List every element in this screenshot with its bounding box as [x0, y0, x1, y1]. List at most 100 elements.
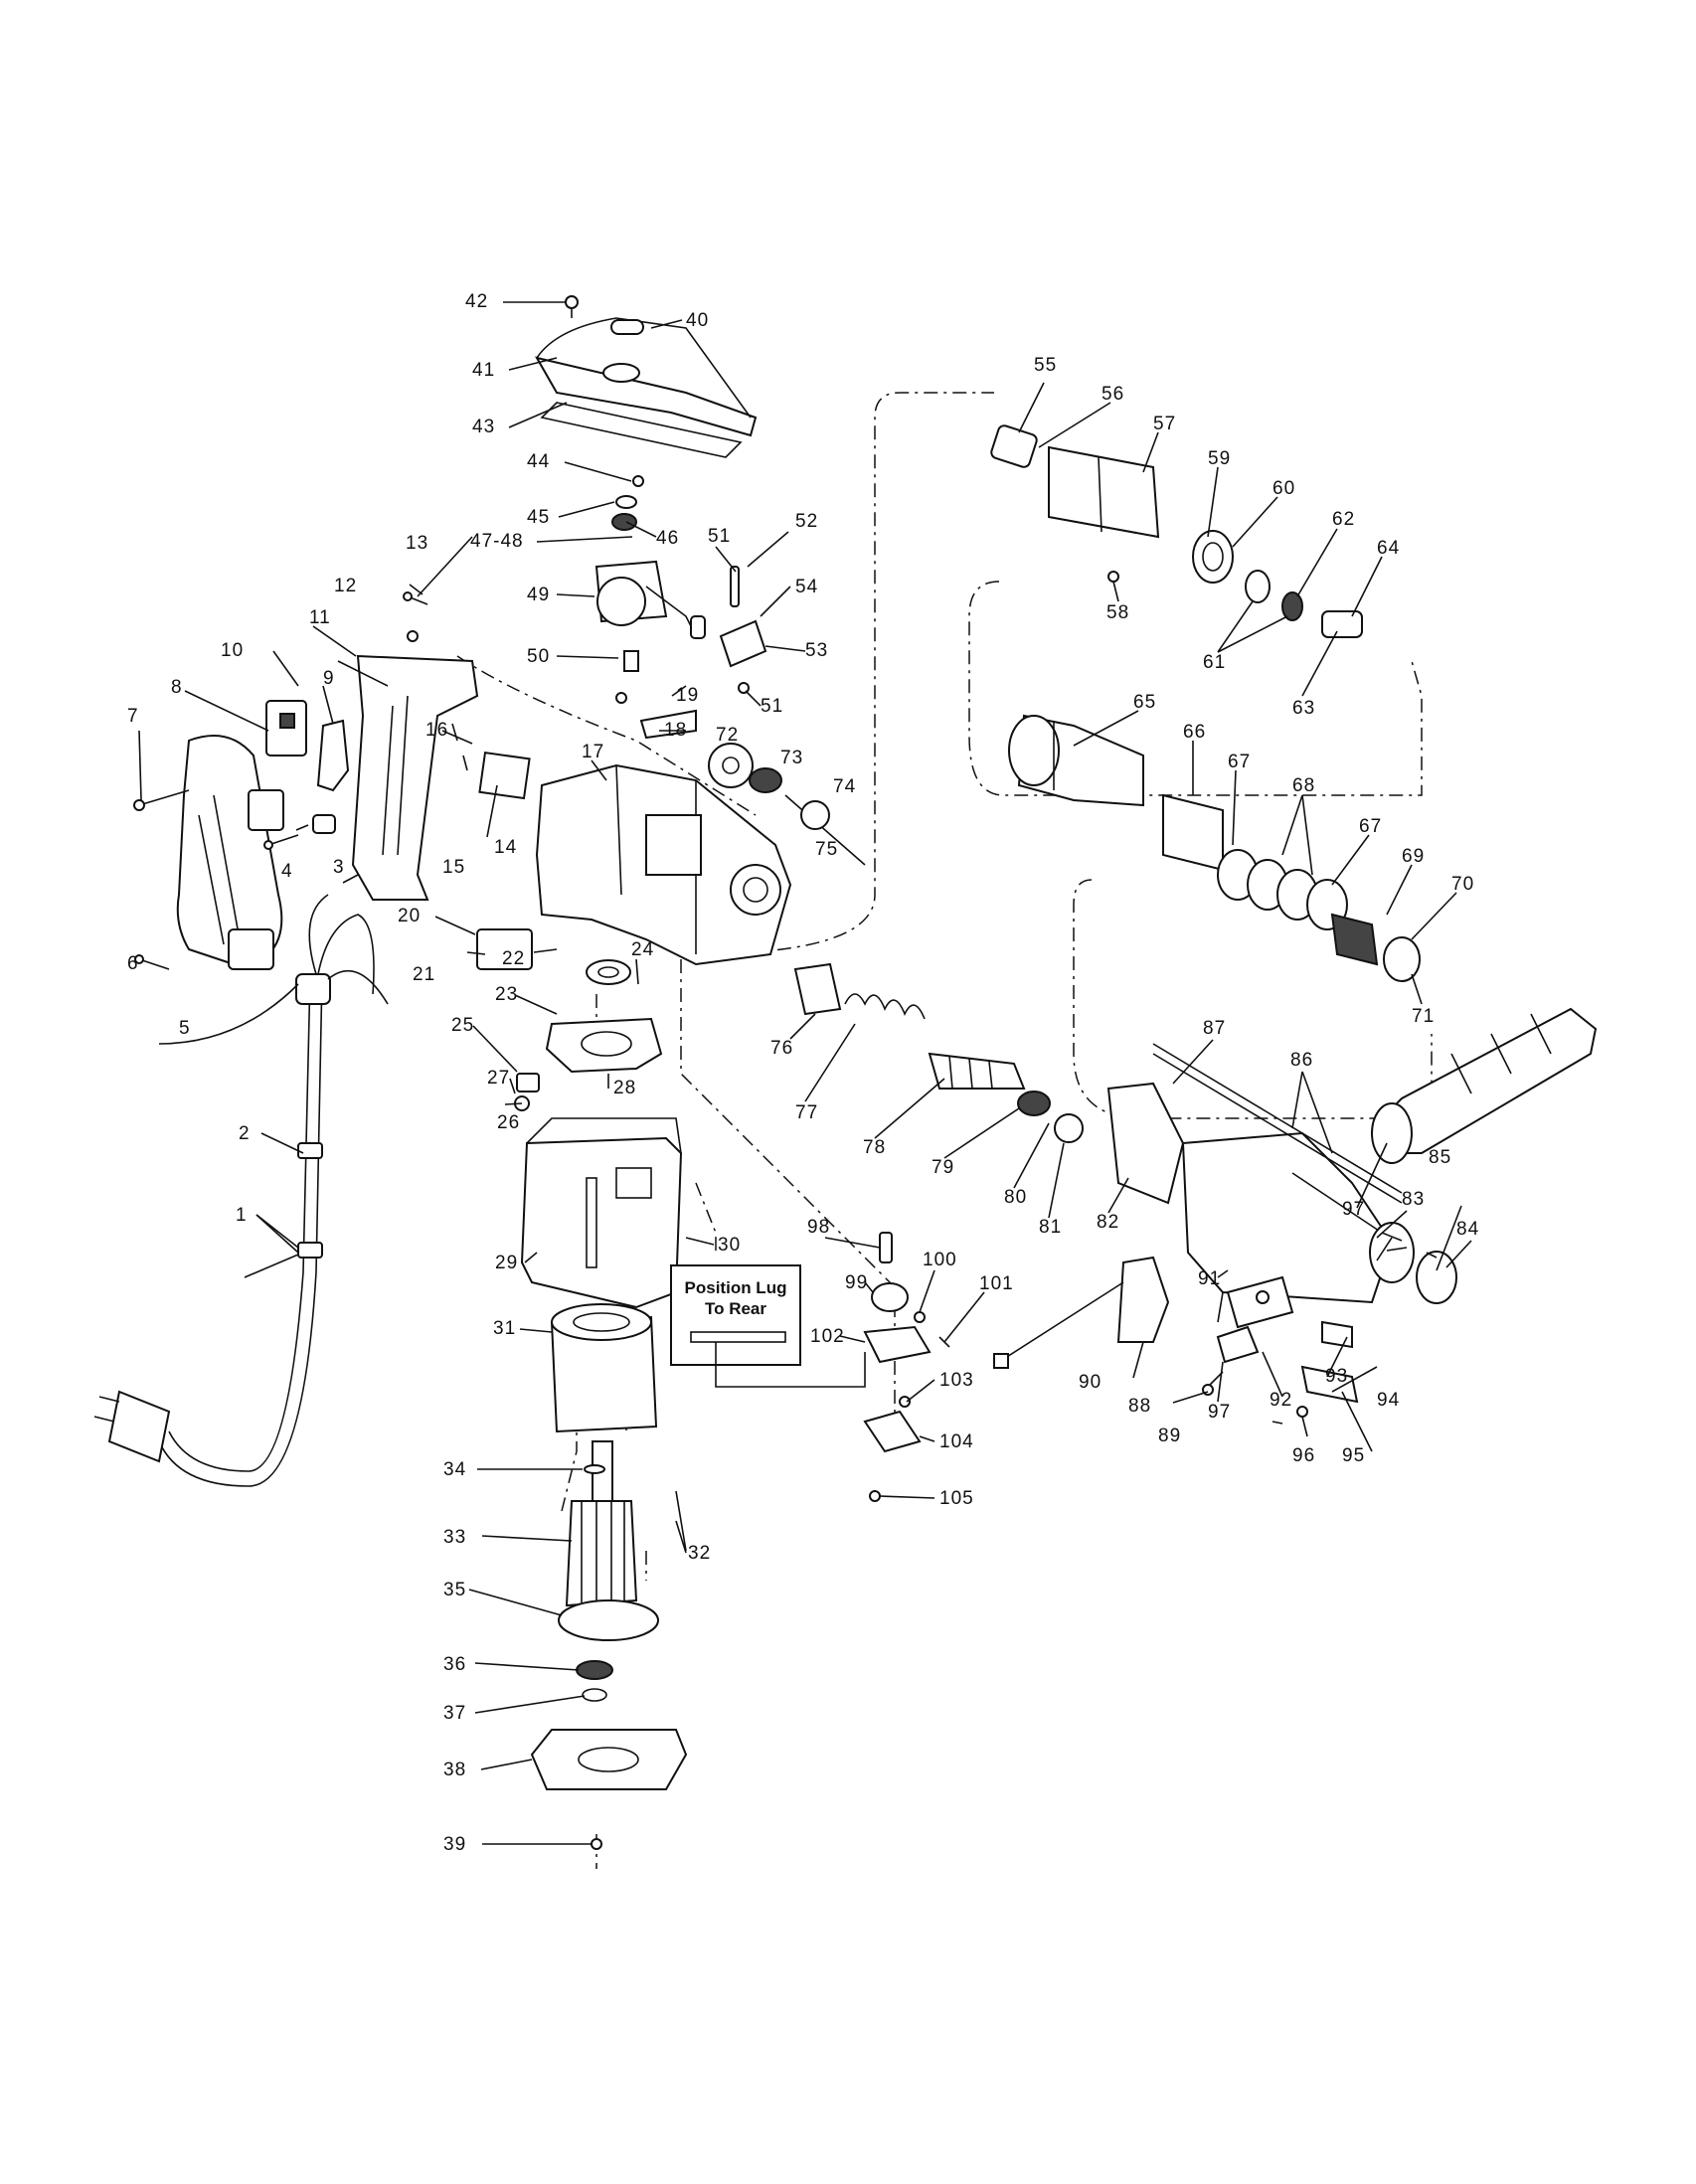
callout-27: 27 — [487, 1068, 510, 1089]
callout-37: 37 — [443, 1703, 466, 1724]
callout-18: 18 — [664, 720, 687, 741]
callout-60: 60 — [1272, 478, 1295, 499]
callout-26: 26 — [497, 1112, 520, 1133]
callout-69: 69 — [1402, 846, 1425, 867]
callout-78: 78 — [863, 1137, 886, 1158]
callout-21: 21 — [413, 964, 435, 985]
callout-72: 72 — [716, 725, 739, 746]
callout-99: 99 — [845, 1272, 868, 1293]
callout-66: 66 — [1183, 722, 1206, 743]
callout-38: 38 — [443, 1760, 466, 1780]
callout-67b: 67 — [1359, 816, 1382, 837]
callout-24: 24 — [631, 939, 654, 960]
callout-65: 65 — [1133, 692, 1156, 713]
bearing-22 — [586, 959, 631, 985]
side-handle — [1371, 1007, 1598, 1164]
callout-29: 29 — [495, 1253, 518, 1273]
callout-79: 79 — [932, 1157, 954, 1178]
crank-assembly — [594, 475, 767, 694]
callout-43: 43 — [472, 417, 495, 437]
callout-67a: 67 — [1228, 752, 1251, 772]
callout-100: 100 — [923, 1250, 957, 1270]
callout-84: 84 — [1456, 1219, 1479, 1240]
callout-8: 8 — [171, 677, 183, 698]
callout-55: 55 — [1034, 355, 1057, 376]
callout-87: 87 — [1203, 1018, 1226, 1039]
callout-54: 54 — [795, 577, 818, 597]
motor-housing — [520, 1117, 683, 1309]
rear-handle — [176, 735, 284, 971]
callout-57: 57 — [1153, 414, 1176, 434]
callout-90: 90 — [1079, 1372, 1102, 1393]
gear-housing — [476, 692, 792, 970]
callout-40: 40 — [686, 310, 709, 331]
position-lug-note: Position Lug To Rear — [670, 1264, 866, 1388]
callout-53: 53 — [805, 640, 828, 661]
callout-39: 39 — [443, 1834, 466, 1855]
callout-49: 49 — [527, 585, 550, 605]
callout-89: 89 — [1158, 1426, 1181, 1446]
callout-61: 61 — [1203, 652, 1226, 673]
note-line1: Position Lug — [685, 1278, 787, 1297]
callout-23: 23 — [495, 984, 518, 1005]
callout-6: 6 — [127, 953, 139, 974]
callout-97b: 97 — [1208, 1402, 1231, 1423]
callout-17: 17 — [582, 742, 604, 762]
callout-42: 42 — [465, 291, 488, 312]
callout-96: 96 — [1292, 1445, 1315, 1466]
callout-103: 103 — [939, 1370, 974, 1391]
callout-41: 41 — [472, 360, 495, 381]
end-cap — [530, 1729, 688, 1850]
callout-35: 35 — [443, 1580, 466, 1600]
switch — [265, 700, 307, 756]
note-line2: To Rear — [705, 1299, 766, 1318]
callout-13: 13 — [406, 533, 428, 554]
callout-31: 31 — [493, 1318, 516, 1339]
callout-80: 80 — [1004, 1187, 1027, 1208]
callout-1: 1 — [236, 1205, 248, 1226]
callout-14: 14 — [494, 837, 517, 858]
power-cord — [93, 894, 389, 1487]
callout-91: 91 — [1198, 1268, 1221, 1289]
callout-44: 44 — [527, 451, 550, 472]
callout-85: 85 — [1429, 1147, 1451, 1168]
callout-4: 4 — [281, 861, 293, 882]
callout-73: 73 — [780, 748, 803, 768]
armature — [558, 1440, 687, 1702]
assembly-guide-lines — [456, 392, 1433, 1869]
handle-housing — [351, 654, 479, 901]
callout-47-48: 47-48 — [470, 531, 524, 552]
lug-assembly — [863, 1232, 950, 1502]
callout-92: 92 — [1270, 1390, 1292, 1411]
callout-81: 81 — [1039, 1217, 1062, 1238]
trigger — [316, 719, 350, 792]
callout-52: 52 — [795, 511, 818, 532]
callout-19: 19 — [676, 685, 699, 706]
callout-104: 104 — [939, 1431, 974, 1452]
callout-30: 30 — [718, 1235, 741, 1256]
callout-70: 70 — [1451, 874, 1474, 895]
callout-10: 10 — [221, 640, 244, 661]
callout-46: 46 — [656, 528, 679, 549]
callout-22: 22 — [502, 948, 525, 969]
callout-64: 64 — [1377, 538, 1400, 559]
top-cover — [534, 295, 758, 458]
intermediate-gear — [708, 743, 866, 866]
callout-50: 50 — [527, 646, 550, 667]
callout-82: 82 — [1097, 1212, 1119, 1233]
front-housing — [1106, 1043, 1457, 1304]
piston-spring — [793, 962, 1084, 1143]
callout-36: 36 — [443, 1654, 466, 1675]
callout-68: 68 — [1292, 775, 1315, 796]
callout-16: 16 — [425, 720, 448, 741]
callout-94: 94 — [1377, 1390, 1400, 1411]
callout-56: 56 — [1102, 384, 1124, 405]
callout-86: 86 — [1290, 1050, 1313, 1071]
clamp-parts — [993, 1256, 1359, 1418]
callout-88: 88 — [1128, 1396, 1151, 1417]
callout-71: 71 — [1412, 1006, 1435, 1027]
callout-77: 77 — [795, 1102, 818, 1123]
callout-5: 5 — [179, 1018, 191, 1039]
callout-101: 101 — [979, 1273, 1014, 1294]
callout-63: 63 — [1292, 698, 1315, 719]
